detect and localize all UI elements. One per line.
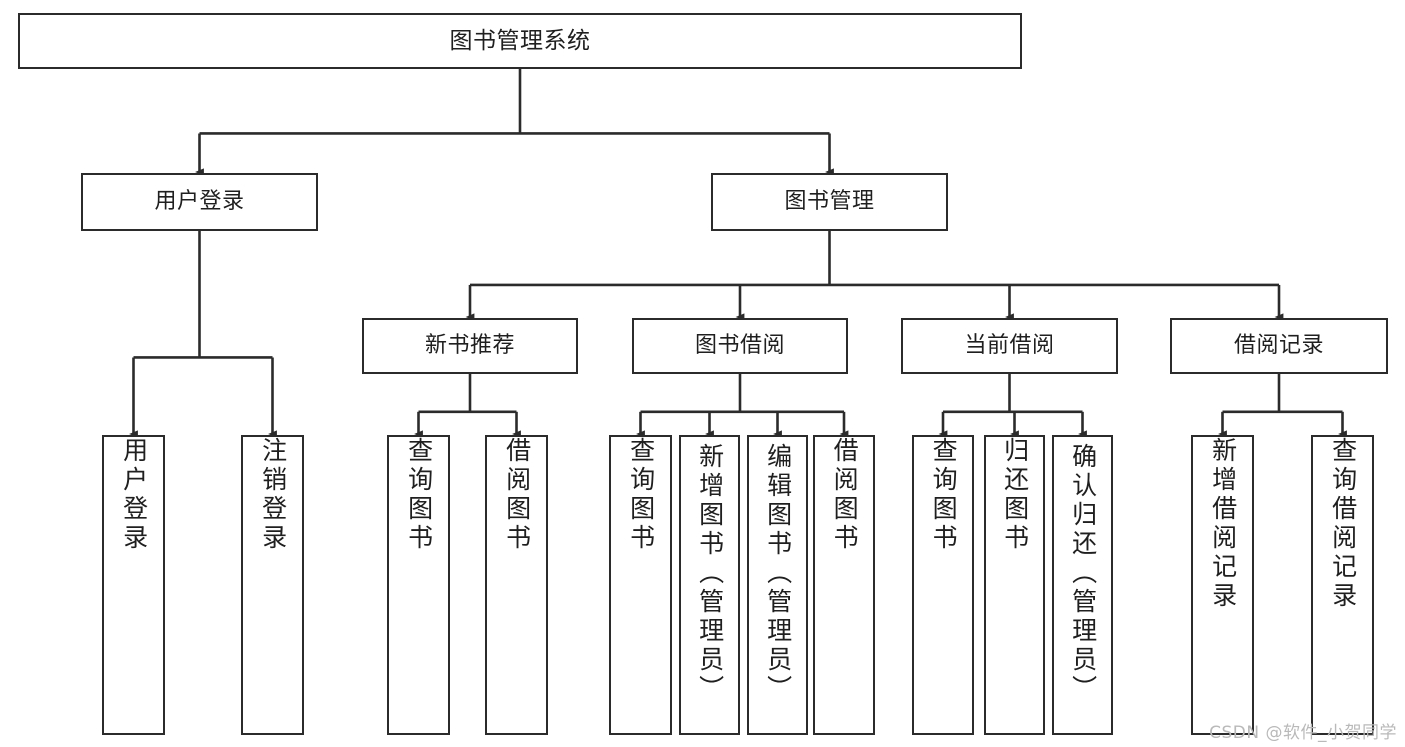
node-bookmgmt[interactable]: 图书管理 [711,173,948,231]
node-label: 查询图书 [404,437,434,553]
node-label: 编辑图书（管理员） [763,443,793,704]
node-current[interactable]: 当前借阅 [901,318,1118,374]
node-label: 注销登录 [258,437,288,553]
node-label: 新书推荐 [424,333,515,359]
node-newbook[interactable]: 新书推荐 [362,318,578,374]
node-leaf-cur-2[interactable]: 归还图书 [984,435,1045,735]
node-leaf-cur-3[interactable]: 确认归还（管理员） [1052,435,1113,735]
node-label: 确认归还（管理员） [1068,443,1098,704]
node-leaf-borrow-4[interactable]: 借阅图书 [813,435,875,735]
node-label: 用户登录 [119,437,149,553]
node-leaf-cur-1[interactable]: 查询图书 [912,435,974,735]
node-label: 新增图书（管理员） [695,443,725,704]
node-label: 借阅图书 [502,437,532,553]
node-label: 当前借阅 [964,333,1055,359]
watermark: CSDN @软件_小贺同学 [1209,723,1397,743]
node-label: 查询图书 [929,437,959,553]
node-label: 查询图书 [626,437,656,553]
node-records[interactable]: 借阅记录 [1170,318,1388,374]
node-label: 归还图书 [1000,437,1030,553]
node-root[interactable]: 图书管理系统 [18,13,1022,69]
node-label: 借阅记录 [1233,333,1324,359]
node-label: 图书管理 [784,189,875,215]
node-leaf-login-2[interactable]: 注销登录 [241,435,304,735]
node-label: 用户登录 [154,189,245,215]
node-label: 借阅图书 [830,437,860,553]
node-leaf-login-1[interactable]: 用户登录 [102,435,165,735]
node-borrow[interactable]: 图书借阅 [632,318,848,374]
node-leaf-borrow-1[interactable]: 查询图书 [609,435,672,735]
node-leaf-new-2[interactable]: 借阅图书 [485,435,548,735]
node-label: 新增借阅记录 [1208,437,1238,611]
node-leaf-borrow-2[interactable]: 新增图书（管理员） [679,435,740,735]
node-leaf-rec-2[interactable]: 查询借阅记录 [1311,435,1374,735]
node-label: 图书管理系统 [449,27,591,54]
node-leaf-rec-1[interactable]: 新增借阅记录 [1191,435,1254,735]
node-leaf-borrow-3[interactable]: 编辑图书（管理员） [747,435,808,735]
node-label: 图书借阅 [694,333,785,359]
node-label: 查询借阅记录 [1328,437,1358,611]
node-login[interactable]: 用户登录 [81,173,318,231]
node-leaf-new-1[interactable]: 查询图书 [387,435,450,735]
